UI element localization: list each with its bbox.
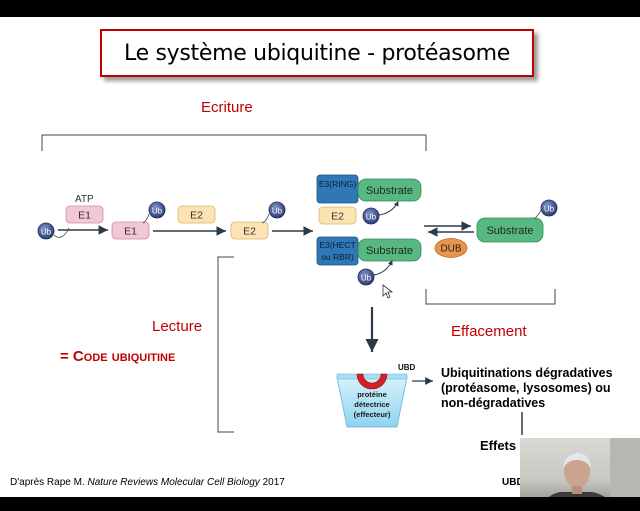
ub-label-right: Ub <box>544 205 555 214</box>
ub-label-ring: Ub <box>366 213 377 222</box>
webcam-video-overlay <box>520 438 640 497</box>
effacement-bracket <box>425 289 556 305</box>
lecture-label: Lecture <box>152 318 203 335</box>
e2-label-top: E2 <box>190 210 203 222</box>
citation-year: 2017 <box>259 477 285 488</box>
detector-label-2: détectrice <box>354 400 389 409</box>
top-black-bar <box>0 0 640 17</box>
citation-prefix: D'après Rape M. <box>10 477 88 488</box>
ub-label-left: Ub <box>41 228 52 237</box>
e2-label: E2 <box>243 226 256 238</box>
ub-label-e1: Ub <box>152 207 163 216</box>
e3-hect-label-1: E3(HECT <box>319 240 355 250</box>
slide: Le système ubiquitine - protéasome Ecrit… <box>0 17 640 497</box>
slide-title-box: Le système ubiquitine - protéasome <box>100 29 534 77</box>
ubd-label: UBD <box>398 363 416 372</box>
substrate-label-hect: Substrate <box>366 245 413 257</box>
ub-label-hect: Ub <box>361 274 372 283</box>
substrate-box-right <box>476 217 544 243</box>
effects-line-1: Ubiquitinations dégradatives <box>441 366 613 380</box>
detector-label-3: (effecteur) <box>354 410 391 419</box>
ub-circle-ring <box>362 207 380 225</box>
transfer-arrow-hect <box>373 260 393 276</box>
mouse-pointer-icon <box>382 284 394 299</box>
ub-circle-e2 <box>268 201 286 219</box>
citation-journal: Nature Reviews Molecular Cell Biology <box>87 477 260 488</box>
ub-circle-e1 <box>148 201 166 219</box>
ecriture-bracket <box>41 134 427 151</box>
bottom-right-text: UBD <box>502 477 524 488</box>
atp-label: ATP <box>75 194 94 205</box>
ubiquitin-pathway-diagram: ATP E1 Ub E1 Ub E2 E2 Ub E3(RING) S <box>37 134 558 435</box>
e1-box <box>111 221 150 240</box>
e2-box-top <box>177 205 216 224</box>
e2-box <box>230 221 269 240</box>
e2-box-ring <box>318 206 357 225</box>
ubd-domain <box>356 373 388 390</box>
detector-label-1: protéine <box>357 390 387 399</box>
code-ubiquitine-label: = Code ubiquitine <box>60 348 176 365</box>
e1-box-top <box>65 205 104 224</box>
transfer-arrow-ring <box>378 201 399 216</box>
ub-circle-left <box>37 222 55 240</box>
citation: D'après Rape M. Nature Reviews Molecular… <box>10 477 285 488</box>
effects-description: Ubiquitinations dégradatives (protéasome… <box>441 366 621 411</box>
effects-line-2: (protéasome, lysosomes) ou <box>441 381 611 395</box>
ecriture-label: Ecriture <box>201 99 253 116</box>
lecture-bracket <box>217 256 234 433</box>
ub-circle-right <box>540 199 558 217</box>
effects-line-3: non-dégradatives <box>441 396 546 410</box>
presenter-silhouette <box>548 438 640 497</box>
e3-hect-label-2: ou RBR) <box>321 252 354 262</box>
effacement-label: Effacement <box>451 323 527 340</box>
e1-label-top: E1 <box>78 210 91 222</box>
effets-label: Effets <box>480 438 517 453</box>
slide-title: Le système ubiquitine - protéasome <box>124 40 510 66</box>
substrate-label-ring: Substrate <box>366 185 413 197</box>
bottom-black-bar <box>0 497 640 511</box>
substrate-label-right: Substrate <box>486 225 533 237</box>
e1-label: E1 <box>124 226 137 238</box>
ub-label-e2: Ub <box>272 207 283 216</box>
dub-label: DUB <box>440 244 461 255</box>
ub-circle-hect <box>357 268 375 286</box>
dub-ellipse <box>434 238 468 258</box>
e3-ring-label: E3(RING) <box>319 179 356 189</box>
substrate-box-ring <box>357 178 422 202</box>
e2-label-ring: E2 <box>331 211 344 223</box>
